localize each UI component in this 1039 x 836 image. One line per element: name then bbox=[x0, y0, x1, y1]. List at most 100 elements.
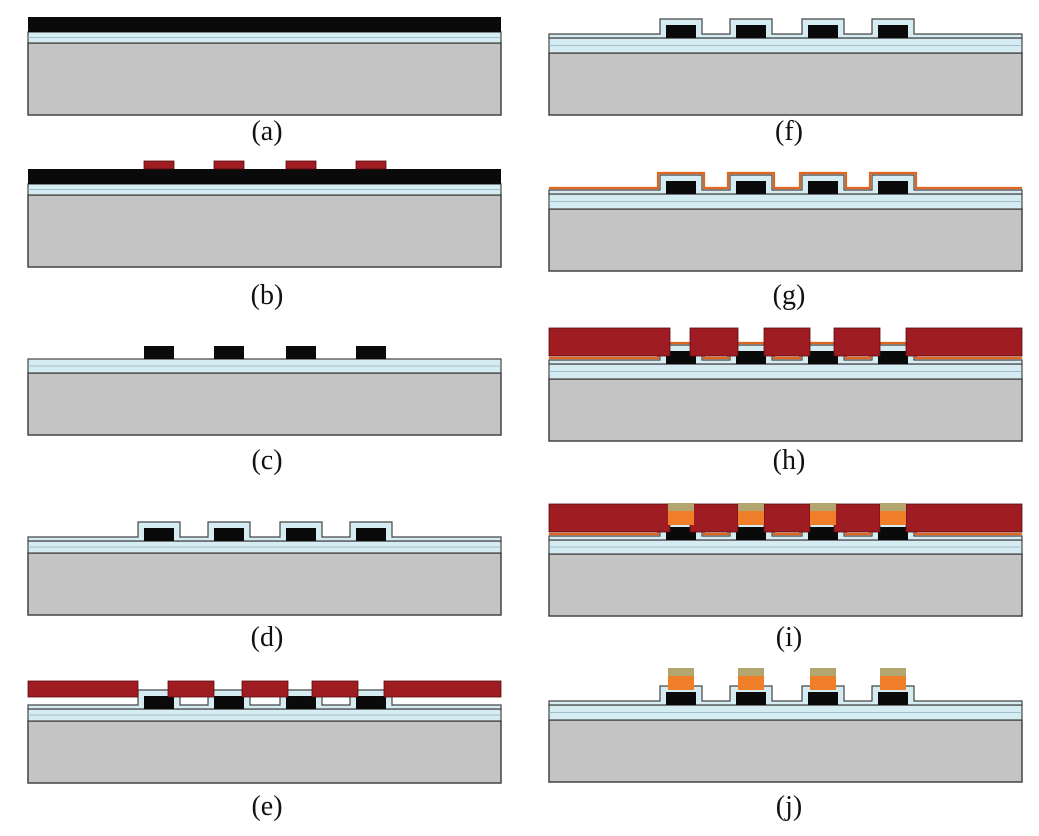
substrate bbox=[27, 552, 502, 616]
panel-label-a: (a) bbox=[251, 116, 283, 147]
plated-bump bbox=[738, 676, 764, 690]
substrate bbox=[548, 208, 1023, 272]
resist-mask-pad bbox=[355, 160, 387, 170]
panel-label-j: (j) bbox=[775, 791, 803, 822]
metal-pad bbox=[808, 527, 838, 540]
panel-a bbox=[27, 17, 502, 116]
panel-e bbox=[27, 680, 502, 784]
metal-pad bbox=[878, 25, 908, 38]
metal-pad bbox=[214, 696, 244, 709]
thick-resist-segment bbox=[689, 503, 739, 533]
plated-bump bbox=[738, 511, 764, 525]
thick-resist-segment bbox=[689, 327, 739, 357]
panel-label-b: (b) bbox=[250, 280, 284, 311]
substrate bbox=[548, 553, 1023, 617]
metal-film bbox=[28, 169, 501, 184]
panel-label-e: (e) bbox=[251, 791, 283, 822]
plated-bump bbox=[810, 676, 836, 690]
plated-bump bbox=[668, 511, 694, 525]
metal-pad bbox=[736, 527, 766, 540]
metal-pad bbox=[286, 696, 316, 709]
metal-pad bbox=[214, 528, 244, 541]
panel-label-g: (g) bbox=[772, 280, 806, 311]
panel-f bbox=[548, 18, 1023, 116]
panel-b bbox=[27, 160, 502, 268]
thick-resist-segment bbox=[763, 503, 811, 533]
panel-i bbox=[548, 503, 1023, 617]
metal-pad bbox=[808, 25, 838, 38]
metal-pad bbox=[808, 351, 838, 364]
metal-pad bbox=[666, 351, 696, 364]
panel-h bbox=[548, 327, 1023, 442]
metal-pad bbox=[214, 346, 244, 359]
resist-mask-pad bbox=[285, 160, 317, 170]
panel-d bbox=[27, 521, 502, 616]
conformal-dielectric bbox=[548, 685, 1023, 706]
metal-pad bbox=[736, 25, 766, 38]
resist-segment bbox=[167, 680, 215, 698]
metal-pad bbox=[808, 692, 838, 705]
thick-resist-segment bbox=[905, 503, 1023, 533]
thick-resist-segment bbox=[548, 503, 671, 533]
metal-pad bbox=[286, 346, 316, 359]
panel-label-c: (c) bbox=[251, 445, 283, 476]
substrate bbox=[548, 52, 1023, 116]
metal-pad bbox=[666, 25, 696, 38]
panel-j bbox=[548, 668, 1023, 783]
metal-pad bbox=[666, 181, 696, 194]
substrate bbox=[27, 372, 502, 436]
plated-bump bbox=[880, 676, 906, 690]
metal-pad bbox=[736, 692, 766, 705]
bump-cap bbox=[880, 503, 906, 511]
metal-film bbox=[28, 17, 501, 32]
metal-pad bbox=[878, 181, 908, 194]
substrate bbox=[548, 378, 1023, 442]
conformal-dielectric bbox=[548, 174, 1023, 195]
substrate bbox=[27, 194, 502, 268]
substrate bbox=[548, 719, 1023, 783]
resist-segment bbox=[383, 680, 502, 698]
metal-pad bbox=[808, 181, 838, 194]
metal-pad bbox=[878, 351, 908, 364]
metal-pad bbox=[666, 527, 696, 540]
panel-c bbox=[27, 346, 502, 436]
thick-resist-segment bbox=[548, 327, 671, 357]
metal-pad bbox=[666, 692, 696, 705]
metal-pad bbox=[144, 346, 174, 359]
resist-segment bbox=[241, 680, 289, 698]
metal-pad bbox=[356, 528, 386, 541]
metal-pad bbox=[878, 692, 908, 705]
metal-pad bbox=[144, 528, 174, 541]
conformal-dielectric bbox=[27, 521, 502, 542]
resist-mask-pad bbox=[143, 160, 175, 170]
panel-label-f: (f) bbox=[775, 116, 803, 147]
metal-pad bbox=[878, 527, 908, 540]
resist-segment bbox=[311, 680, 359, 698]
metal-pad bbox=[144, 696, 174, 709]
bump-cap bbox=[880, 668, 906, 676]
substrate bbox=[27, 720, 502, 784]
substrate bbox=[27, 42, 502, 116]
thick-resist-segment bbox=[905, 327, 1023, 357]
resist-segment bbox=[27, 680, 139, 698]
seed-layer bbox=[549, 171, 1022, 190]
plated-bump bbox=[668, 676, 694, 690]
panel-g bbox=[548, 171, 1023, 272]
metal-pad bbox=[736, 181, 766, 194]
bump-cap bbox=[738, 503, 764, 511]
panel-label-i: (i) bbox=[775, 622, 803, 653]
bump-cap bbox=[810, 668, 836, 676]
thick-resist-segment bbox=[833, 503, 881, 533]
bump-cap bbox=[668, 668, 694, 676]
bump-cap bbox=[738, 668, 764, 676]
plated-bump bbox=[810, 511, 836, 525]
resist-mask-pad bbox=[213, 160, 245, 170]
metal-pad bbox=[736, 351, 766, 364]
thick-resist-segment bbox=[763, 327, 811, 357]
bump-cap bbox=[810, 503, 836, 511]
metal-pad bbox=[286, 528, 316, 541]
metal-pad bbox=[356, 696, 386, 709]
conformal-dielectric bbox=[548, 18, 1023, 39]
metal-pad bbox=[356, 346, 386, 359]
